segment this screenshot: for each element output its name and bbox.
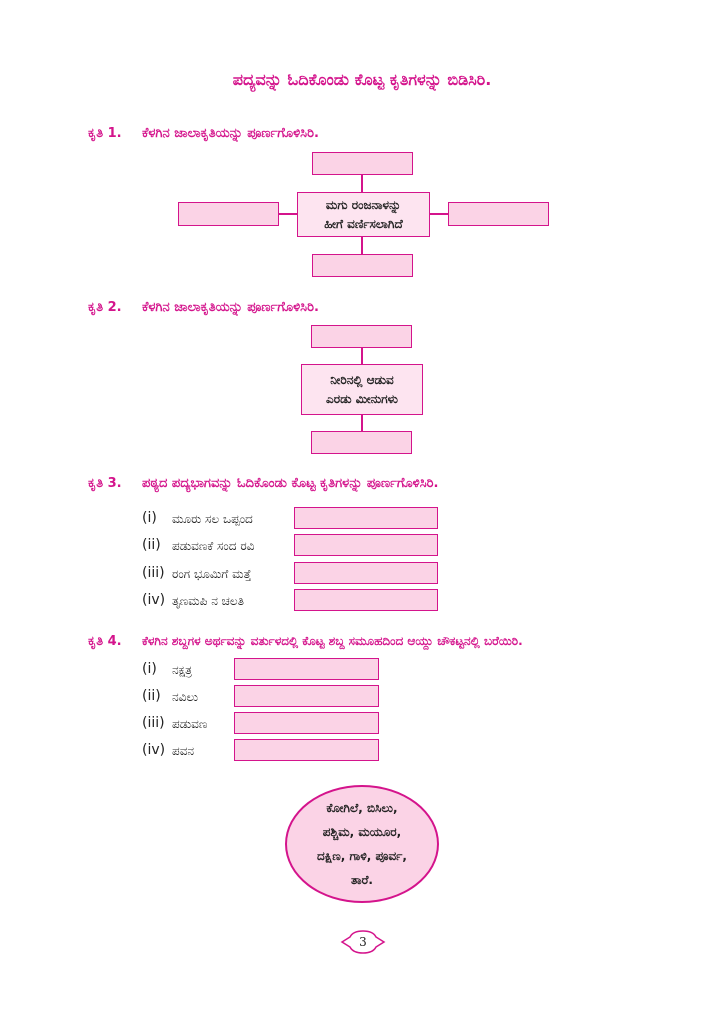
word-bank-line: ದಕ್ಷಿಣ, ಗಾಳಿ, ಪೂರ್ವ, [317,849,407,863]
q1-center-box: ಮಗು ರಂಜನಾಳನ್ನು ಹೀಗೆ ವರ್ಣಿಸಲಾಗಿದೆ [297,192,430,237]
q3-answer-box-3[interactable] [294,562,438,584]
connector-line [361,415,363,431]
q3-item-text: ಪಡುವಣಕೆ ಸಂದ ರವಿ [172,539,255,553]
q4-answer-box-2[interactable] [234,685,379,707]
q1-instruction: ಕೆಳಗಿನ ಜಾಲಾಕೃತಿಯನ್ನು ಪೂರ್ಣಗೊಳಿಸಿರಿ. [142,126,319,141]
q2-answer-box-top[interactable] [311,325,412,348]
q1-center-line2: ಹೀಗೆ ವರ್ಣಿಸಲಾಗಿದೆ [324,216,403,231]
q2-center-box: ನೀರಿನಲ್ಲಿ ಆಡುವ ಎರಡು ಮೀನುಗಳು [301,364,423,415]
q2-answer-box-bottom[interactable] [311,431,412,454]
word-bank-oval: ಕೋಗಿಲೆ, ಬಿಸಿಲು, ಪಶ್ಚಿಮ, ಮಯೂರ, ದಕ್ಷಿಣ, ಗಾ… [285,785,439,903]
q4-item-number: (iii) [142,715,165,731]
q3-item-number: (ii) [142,537,161,553]
q4-answer-box-1[interactable] [234,658,379,680]
page-number-frame [340,930,386,954]
q2-label: ಕೃತಿ 2. [88,300,122,315]
q4-item-text: ಪವನ [172,744,195,758]
q4-answer-box-4[interactable] [234,739,379,761]
q2-center-line2: ಎರಡು ಮೀನುಗಳು [326,391,398,406]
q4-item-number: (iv) [142,742,166,758]
connector-line [279,213,297,215]
q3-answer-box-4[interactable] [294,589,438,611]
q3-item-number: (iv) [142,592,166,608]
q4-item-number: (ii) [142,688,161,704]
q3-label: ಕೃತಿ 3. [88,476,122,491]
q4-label: ಕೃತಿ 4. [88,634,122,649]
word-bank-line: ಪಶ್ಚಿಮ, ಮಯೂರ, [322,825,402,839]
q3-answer-box-2[interactable] [294,534,438,556]
connector-line [361,348,363,364]
page-number: 3 [359,935,367,949]
q4-answer-box-3[interactable] [234,712,379,734]
q4-item-text: ಪಡುವಣ [172,717,208,731]
q1-center-line1: ಮಗು ರಂಜನಾಳನ್ನು [325,197,402,212]
q1-answer-box-right[interactable] [448,202,549,226]
q3-item-text: ತೃಣಮಪಿ ನ ಚಲತಿ [172,594,245,608]
connector-line [430,213,448,215]
page-number-ornament: 3 [340,928,386,956]
q3-item-number: (i) [142,510,157,526]
q3-item-number: (iii) [142,565,165,581]
q4-item-text: ನವಿಲು [172,690,199,704]
q4-instruction: ಕೆಳಗಿನ ಶಬ್ದಗಳ ಅರ್ಥವನ್ನು ವರ್ತುಳದಲ್ಲಿ ಕೊಟ್… [142,634,523,648]
connector-line [361,175,363,192]
q3-item-text: ರಂಗ ಭೂಮಿಗೆ ಮತ್ತೆ [172,567,252,581]
q3-instruction: ಪಠ್ಯದ ಪದ್ಯಭಾಗವನ್ನು ಓದಿಕೊಂಡು ಕೊಟ್ಟ ಕೃತಿಗಳ… [142,476,439,491]
q4-item-text: ನಕ್ಷತ್ರ [172,663,193,677]
connector-line [361,237,363,254]
q1-label: ಕೃತಿ 1. [88,126,122,141]
q4-item-number: (i) [142,661,157,677]
page-title: ಪದ್ಯವನ್ನು ಓದಿಕೊಂಡು ಕೊಟ್ಟ ಕೃತಿಗಳನ್ನು ಬಿಡಿ… [232,70,492,89]
q2-instruction: ಕೆಳಗಿನ ಜಾಲಾಕೃತಿಯನ್ನು ಪೂರ್ಣಗೊಳಿಸಿರಿ. [142,300,319,315]
q3-item-text: ಮೂರು ಸಲ ಒಪ್ಪಂದ [172,512,253,526]
word-bank-line: ಕೋಗಿಲೆ, ಬಿಸಿಲು, [326,801,398,815]
q1-answer-box-left[interactable] [178,202,279,226]
q2-center-line1: ನೀರಿನಲ್ಲಿ ಆಡುವ [330,372,394,387]
q3-answer-box-1[interactable] [294,507,438,529]
word-bank-line: ತಾರೆ. [351,873,373,887]
q1-answer-box-bottom[interactable] [312,254,413,277]
q1-answer-box-top[interactable] [312,152,413,175]
